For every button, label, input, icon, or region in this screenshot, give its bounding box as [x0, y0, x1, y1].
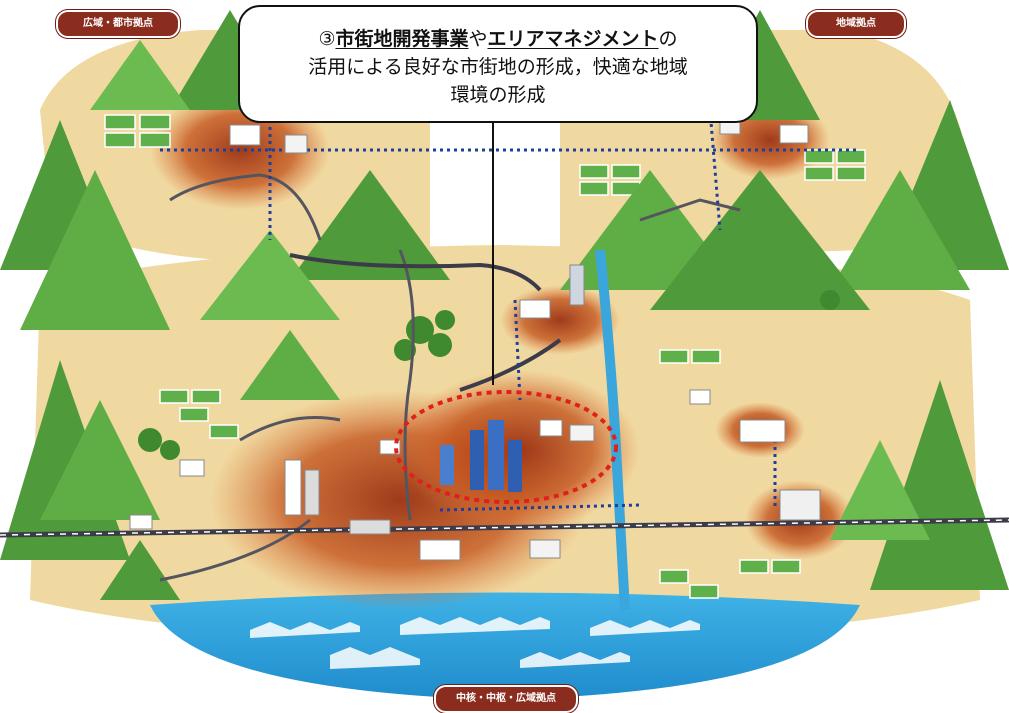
label-top-left: 広域・都市拠点 — [56, 10, 180, 38]
railways — [0, 253, 1009, 538]
river — [595, 249, 630, 611]
callout-term-1: 市街地開発事業 — [335, 28, 469, 50]
sea-waves — [250, 617, 700, 669]
callout-line-3: 環境の形成 — [450, 84, 546, 106]
label-top-right: 地域拠点 — [806, 10, 906, 38]
callout-connector: や — [468, 28, 488, 50]
transit-lines — [160, 109, 860, 512]
callout-line-1: ③市街地開発事業やエリアマネジメントの — [240, 25, 756, 53]
mountains — [0, 10, 1009, 600]
buildings — [129, 119, 821, 561]
callout-box: ③市街地開発事業やエリアマネジメントの 活用による良好な市街地の形成，快適な地域… — [238, 5, 758, 123]
farm-fields — [104, 114, 866, 599]
callout-leader-line — [492, 123, 494, 385]
callout-number: ③ — [318, 28, 336, 50]
callout-term-2: エリアマネジメント — [487, 28, 659, 50]
label-bottom: 中核・中枢・広域拠点 — [434, 685, 578, 713]
callout-line-2: 活用による良好な市街地の形成，快適な地域 — [308, 56, 688, 78]
sea — [150, 592, 860, 700]
callout-particle: の — [658, 28, 678, 50]
highlight-ring — [394, 390, 618, 504]
